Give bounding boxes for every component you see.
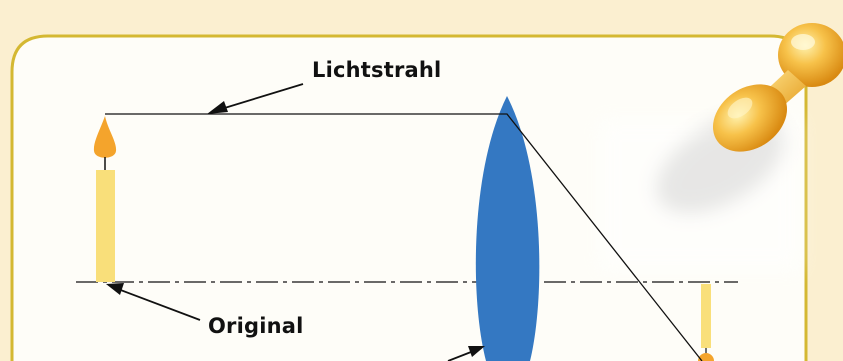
pushpin-glare — [600, 120, 800, 270]
image-candle — [698, 284, 714, 361]
original-pointer-arrow — [106, 283, 201, 321]
candle-body — [96, 170, 115, 282]
lens-pointer-arrow — [447, 346, 485, 361]
light-ray-pointer-arrow — [207, 83, 304, 114]
image-candle-flame — [698, 353, 714, 361]
original-label: Original — [208, 314, 304, 338]
pushpin-icon — [712, 23, 843, 152]
light-ray — [105, 113, 703, 361]
convex-lens — [475, 96, 540, 361]
light-ray-label: Lichtstrahl — [312, 58, 442, 82]
original-candle — [93, 116, 117, 282]
candle-flame — [93, 116, 117, 158]
image-candle-body — [701, 284, 711, 348]
